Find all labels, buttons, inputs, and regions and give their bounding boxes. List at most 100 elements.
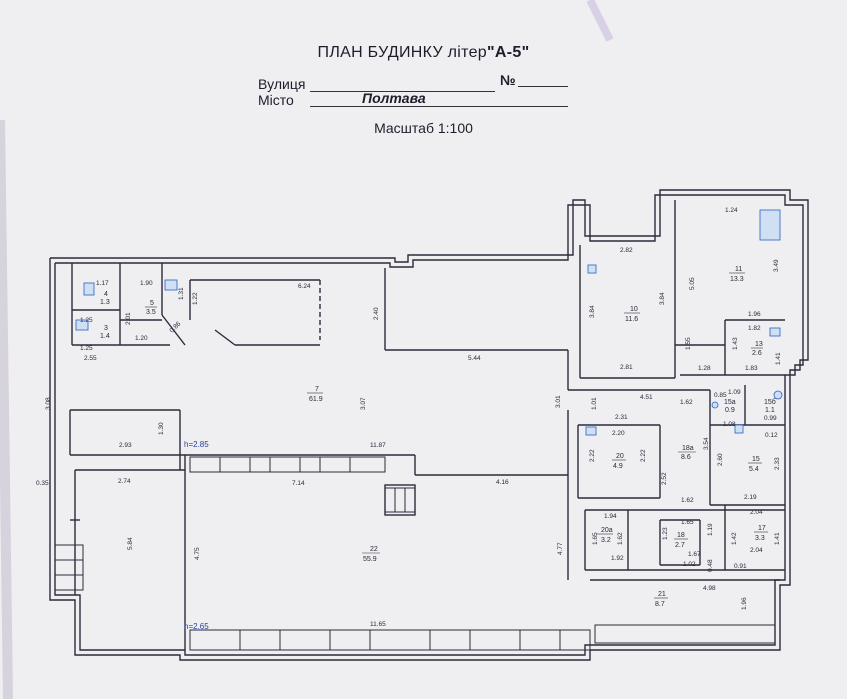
room-area: 2.6 xyxy=(752,350,762,357)
room-number: 20а xyxy=(601,527,613,534)
room-number: 4 xyxy=(104,291,108,298)
room-area: 61.9 xyxy=(309,396,323,403)
dimension: 2.04 xyxy=(750,547,763,554)
dimension: 3.07 xyxy=(360,397,367,410)
windows xyxy=(54,456,776,651)
room-number: 3 xyxy=(104,325,108,332)
room-number: 13 xyxy=(755,341,763,348)
dimension: 2.40 xyxy=(373,307,380,320)
toilet-icon xyxy=(83,282,95,296)
room-area: 0.9 xyxy=(725,407,735,414)
dimension: 1.25 xyxy=(80,345,93,352)
dimension: 0.85 xyxy=(714,392,727,399)
dimension: 3.08 xyxy=(45,397,52,410)
dimension: 1.08 xyxy=(723,421,736,428)
room-number: 17 xyxy=(758,525,766,532)
dimension: 4.75 xyxy=(194,547,201,560)
dimension: 5.44 xyxy=(468,355,481,362)
dimension: 2.19 xyxy=(744,494,757,501)
room-number: 22 xyxy=(370,546,378,553)
dimension: 2.22 xyxy=(640,449,647,462)
dimension: 1.28 xyxy=(698,365,711,372)
room-number: 5 xyxy=(150,300,154,307)
dimension: 0.12 xyxy=(765,432,778,439)
dimension: 1.24 xyxy=(725,207,738,214)
dimension: 1.92 xyxy=(611,555,624,562)
dimension: 0.35 xyxy=(36,480,49,487)
room-area: 1.1 xyxy=(765,407,775,414)
number-label: № xyxy=(500,72,516,88)
dimension: 4.16 xyxy=(496,479,509,486)
room-labels: 7 61.9 22 55.9 10 11.6 11 13.3 13 2.6 5 … xyxy=(100,266,776,608)
dimension: 1.01 xyxy=(591,397,598,410)
room-area: 4.9 xyxy=(613,463,623,470)
dimension: 1.83 xyxy=(745,365,758,372)
dimension: 1.22 xyxy=(192,292,199,305)
dimension: 1.20 xyxy=(135,335,148,342)
dimension: 1.41 xyxy=(775,352,782,365)
dimension: 1.94 xyxy=(604,513,617,520)
dimension: 3.54 xyxy=(703,437,710,450)
dimension: 3.49 xyxy=(773,259,780,272)
sink-icon xyxy=(164,279,178,291)
dimension: 2.01 xyxy=(125,312,132,325)
room-number: 15 xyxy=(752,456,760,463)
room-area: 3.2 xyxy=(601,537,611,544)
ceiling-height: h=2.65 xyxy=(184,622,209,631)
street-underline xyxy=(310,91,495,92)
dimension: 1.43 xyxy=(732,337,739,350)
dimension: 2.60 xyxy=(717,453,724,466)
dimension: 2.81 xyxy=(620,364,633,371)
dimension: 1.19 xyxy=(707,523,714,536)
sink-icon xyxy=(769,327,781,337)
fold-shade xyxy=(586,0,614,42)
dimension: 7.14 xyxy=(292,480,305,487)
room-area: 8.6 xyxy=(681,454,691,461)
dimension: 2.52 xyxy=(661,472,668,485)
toilet-icon xyxy=(773,390,783,400)
dimension: 5.05 xyxy=(689,277,696,290)
dimension: 1.62 xyxy=(680,399,693,406)
dimension: 1.42 xyxy=(731,532,738,545)
walls xyxy=(49,189,809,661)
toilet-icon xyxy=(75,319,89,331)
dimension: 3.84 xyxy=(659,292,666,305)
plan-title-prefix: ПЛАН БУДИНКУ літер xyxy=(317,44,488,61)
room-area: 8.7 xyxy=(655,601,665,608)
dimension: 2.93 xyxy=(119,442,132,449)
room-area: 1.4 xyxy=(100,333,110,340)
dimension: 1.02 xyxy=(683,561,696,568)
dimension: 1.65 xyxy=(592,532,599,545)
room-number: 18 xyxy=(677,532,685,539)
stove-icon xyxy=(759,209,781,241)
room-area: 55.9 xyxy=(363,556,377,563)
room-area: 13.3 xyxy=(730,276,744,283)
sink-icon xyxy=(585,426,597,436)
dimension: 2.82 xyxy=(620,247,633,254)
dimension: 1.30 xyxy=(158,422,165,435)
dimension: 1.82 xyxy=(748,325,761,332)
street-label: Вулиця xyxy=(258,76,306,92)
dimension: 2.74 xyxy=(118,478,131,485)
dimension: 1.96 xyxy=(741,597,748,610)
room-number: 21 xyxy=(658,591,666,598)
room-number: 15а xyxy=(724,399,736,406)
room-area: 1.3 xyxy=(100,299,110,306)
dimension: 11.65 xyxy=(370,621,386,628)
dimension: 1.09 xyxy=(728,389,741,396)
number-underline xyxy=(518,86,568,87)
dimension: 1.31 xyxy=(178,287,185,300)
dimension: 1.23 xyxy=(662,527,669,540)
sink-icon xyxy=(734,424,744,434)
dimension: 1.90 xyxy=(140,280,153,287)
city-underline xyxy=(310,106,568,107)
dimension: 2.55 xyxy=(84,355,97,362)
dimension: 1.55 xyxy=(685,337,692,350)
room-area: 5.4 xyxy=(749,466,759,473)
room-area: 2.7 xyxy=(675,542,685,549)
plan-title: ПЛАН БУДИНКУ літер"А-5" xyxy=(0,44,847,62)
dimension: 1.67 xyxy=(688,551,701,558)
ceiling-height: h=2.85 xyxy=(184,440,209,449)
